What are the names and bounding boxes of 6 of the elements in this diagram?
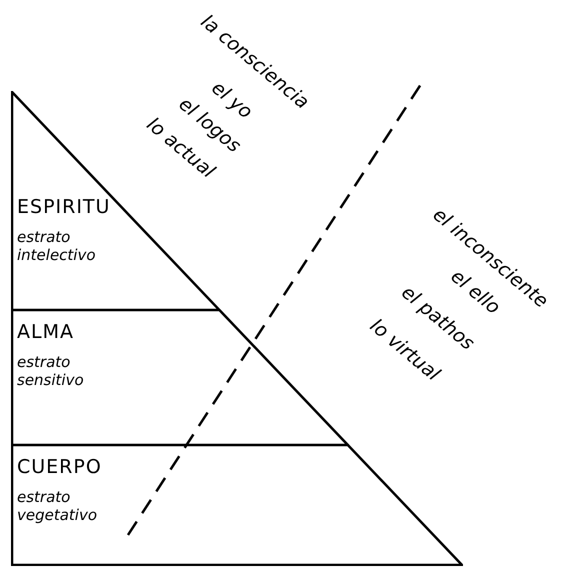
stratum-heading: ESPIRITU [17,196,110,218]
stratum-heading: CUERPO [17,456,102,478]
stratum-description: estrato sensitivo [17,353,85,389]
stratum-description: estrato vegetativo [17,488,98,524]
stratum-description: estrato intelectivo [17,228,97,264]
stratum-heading: ALMA [17,321,74,343]
